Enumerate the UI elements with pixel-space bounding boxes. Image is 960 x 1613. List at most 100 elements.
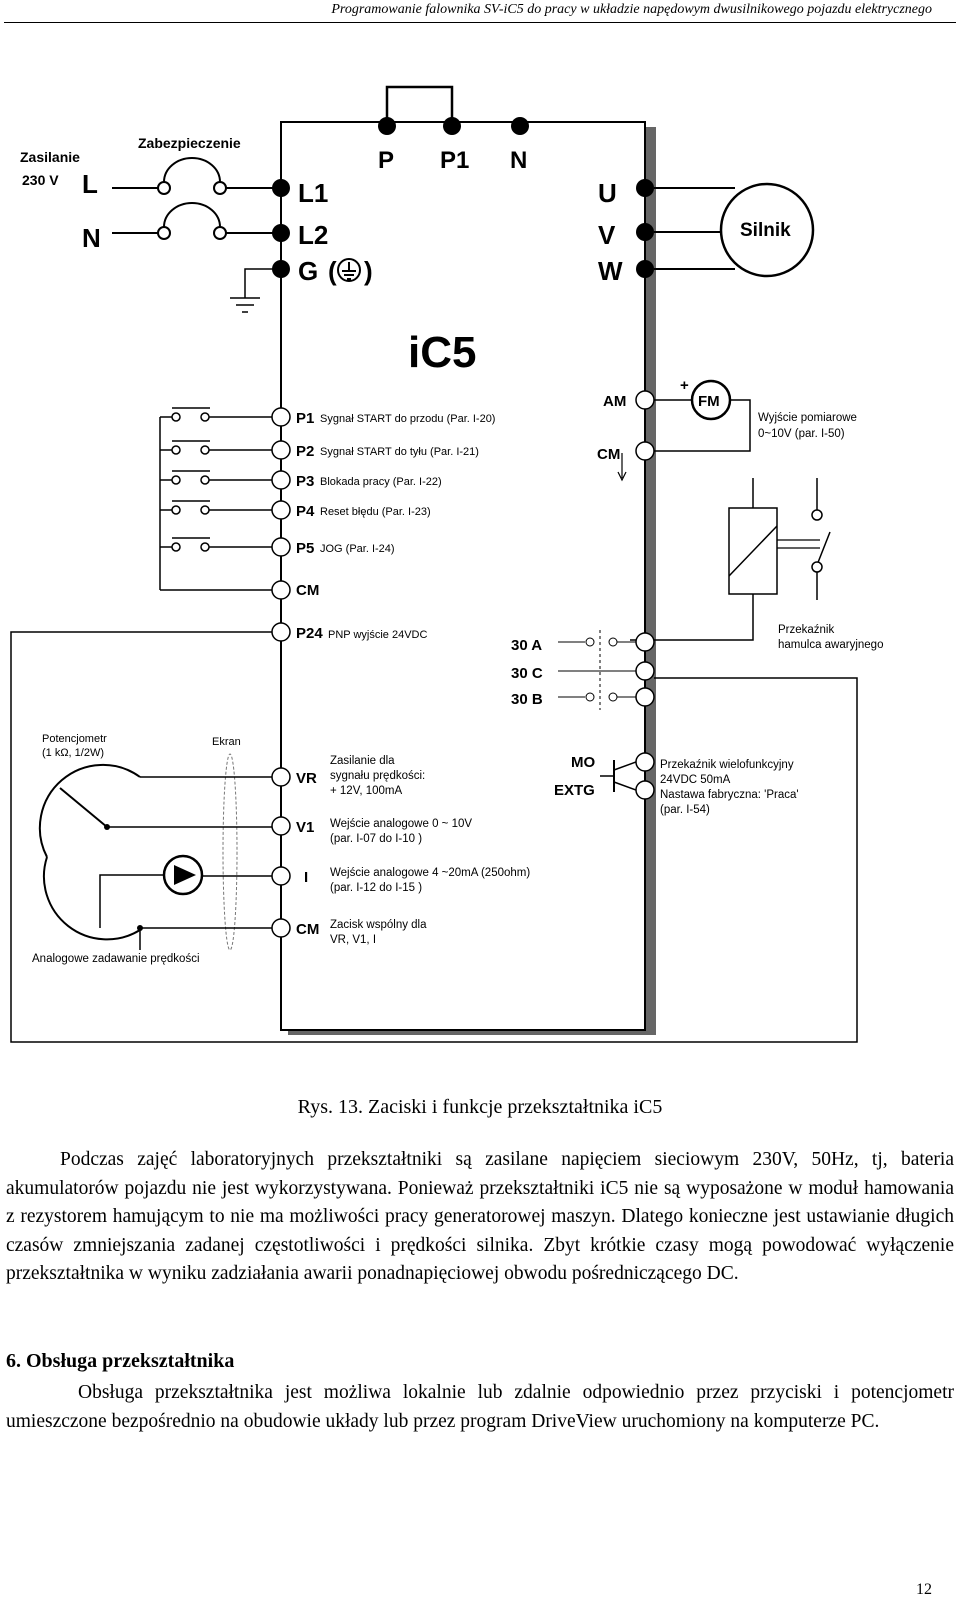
wire — [654, 399, 751, 452]
terminal-circle — [271, 500, 291, 520]
cm-desc2: VR, V1, I — [330, 934, 376, 946]
header-rule — [4, 22, 956, 23]
terminal-circle — [271, 580, 291, 600]
svg-text:): ) — [364, 256, 373, 286]
terminal-desc: JOG (Par. I-24) — [320, 543, 395, 555]
terminal-dot — [443, 117, 461, 135]
analog-output-desc1: Wyjście pomiarowe — [758, 412, 857, 424]
ground-wire — [244, 268, 281, 298]
potentiometer-icon — [42, 856, 141, 941]
ground-symbol-icon: ( ) — [328, 256, 373, 286]
terminal-p2: P2 — [296, 443, 314, 460]
terminal-l2: L2 — [298, 220, 328, 250]
switch-contact — [171, 475, 181, 485]
protection-label: Zabezpieczenie — [138, 135, 241, 151]
terminal-p5: P5 — [296, 540, 314, 557]
motor-icon — [719, 182, 815, 278]
terminal-circle — [271, 918, 291, 938]
terminal-mo: MO — [571, 754, 595, 771]
terminal-p1: P1 — [296, 410, 314, 427]
relay-coil-icon — [728, 525, 778, 577]
terminal-dot — [511, 117, 529, 135]
terminal-desc: Sygnał START do przodu (Par. I-20) — [320, 413, 495, 425]
terminal-circle — [635, 780, 655, 800]
terminal-am: AM — [603, 393, 626, 410]
relay-contact — [811, 561, 823, 573]
terminal-u: U — [598, 178, 617, 208]
potentiometer-icon — [38, 763, 141, 858]
terminal-30a: 30 A — [511, 637, 542, 654]
terminal-p4: P4 — [296, 503, 315, 520]
page-number: 12 — [916, 1581, 932, 1598]
terminal-circle — [271, 816, 291, 836]
terminal-p1: P1 — [440, 147, 469, 174]
terminal-circle — [635, 390, 655, 410]
analog-setting-label: Analogowe zadawanie prędkości — [32, 953, 200, 965]
v1-desc2: (par. I-07 do I-10 ) — [330, 833, 422, 845]
switch-contact — [200, 505, 210, 515]
terminal-v1: V1 — [296, 819, 314, 836]
svg-text:(: ( — [328, 256, 337, 286]
vr-desc1: Zasilanie dla — [330, 755, 395, 767]
relay-contact — [585, 692, 595, 702]
meter-plus: + — [680, 377, 689, 394]
fuse-contact — [157, 181, 171, 195]
relay-contact — [585, 637, 595, 647]
vr-desc2: sygnału prędkości: — [330, 770, 425, 782]
supply-voltage: 230 V — [22, 172, 59, 188]
switch-contact — [200, 412, 210, 422]
brake-relay-line2: hamulca awaryjnego — [778, 639, 883, 651]
switch-contact — [171, 412, 181, 422]
switch-contact — [171, 505, 181, 515]
terminal-dot — [272, 179, 290, 197]
terminal-circle — [271, 440, 291, 460]
terminal-circle — [271, 767, 291, 787]
terminal-circle — [271, 537, 291, 557]
terminal-p: P — [378, 147, 394, 174]
supply-line: L — [82, 169, 98, 199]
transistor-icon — [600, 760, 637, 792]
multi-relay-line1: Przekaźnik wielofunkcyjny — [660, 759, 794, 771]
terminal-v: V — [598, 220, 616, 250]
motor-label: Silnik — [740, 220, 791, 241]
supply-neutral: N — [82, 223, 101, 253]
shield-label: Ekran — [212, 736, 241, 748]
i-desc2: (par. I-12 do I-15 ) — [330, 882, 422, 894]
running-header: Programowanie falownika SV-iC5 do pracy … — [331, 2, 932, 17]
potentiometer-label1: Potencjometr — [42, 733, 107, 745]
terminal-30c: 30 C — [511, 665, 543, 682]
fuse-contact — [157, 226, 171, 240]
terminal-i: I — [304, 869, 308, 886]
terminal-circle — [635, 687, 655, 707]
terminal-circle — [635, 441, 655, 461]
meter-label: FM — [698, 393, 720, 410]
terminal-p3: P3 — [296, 473, 314, 490]
fuse-arc — [163, 157, 221, 183]
terminal-dot — [636, 260, 654, 278]
terminal-circle — [271, 407, 291, 427]
section-heading: 6. Obsługa przekształtnika — [6, 1350, 235, 1372]
frame-wire — [10, 631, 858, 1043]
terminal-circle — [635, 752, 655, 772]
terminal-circle — [635, 661, 655, 681]
analog-output-desc2: 0~10V (par. I-50) — [758, 428, 845, 440]
wire — [99, 874, 164, 928]
potentiometer-label2: (1 kΩ, 1/2W) — [42, 747, 104, 759]
shield-icon — [222, 753, 238, 951]
wire — [139, 927, 272, 930]
terminal-circle — [635, 632, 655, 652]
p24-desc: PNP wyjście 24VDC — [328, 629, 427, 641]
terminal-p24: P24 — [296, 625, 323, 642]
terminal-circle — [271, 470, 291, 490]
v1-desc1: Wejście analogowe 0 ~ 10V — [330, 818, 472, 830]
terminal-cm-analog: CM — [296, 921, 319, 938]
switch-contact — [200, 542, 210, 552]
terminal-dot — [378, 117, 396, 135]
terminal-desc: Blokada pracy (Par. I-22) — [320, 476, 442, 488]
current-source-icon — [174, 865, 196, 885]
terminal-desc: Reset błędu (Par. I-23) — [320, 506, 431, 518]
wiring-diagram: iC5 P P1 N Zasilanie 230 V L N Zabezpiec… — [10, 85, 883, 1043]
terminal-cm-out: CM — [597, 446, 620, 463]
i-desc1: Wejście analogowe 4 ~20mA (250ohm) — [330, 867, 530, 879]
paragraph: Podczas zajęć laboratoryjnych przekształ… — [6, 1149, 954, 1284]
